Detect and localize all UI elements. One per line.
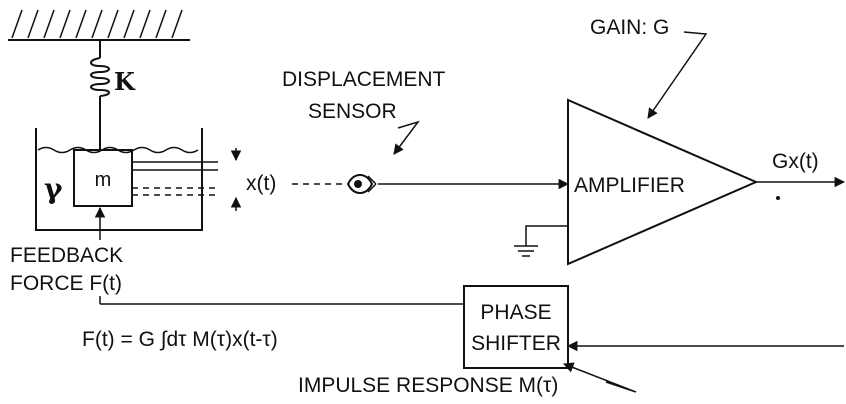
mass-block bbox=[73, 149, 133, 207]
sensor-label-line1: DISPLACEMENT bbox=[282, 68, 446, 91]
gain-pointer-arrow bbox=[647, 31, 708, 119]
impulse-response-pointer-arrow bbox=[563, 362, 637, 393]
eye-sensor-icon bbox=[346, 174, 377, 194]
spring-constant-label: K bbox=[114, 67, 136, 96]
phase-shifter-label-line1: PHASE bbox=[480, 301, 551, 324]
displacement-label: x(t) bbox=[246, 172, 276, 195]
amplifier-label: AMPLIFIER bbox=[574, 174, 685, 197]
impulse-response-label: IMPULSE RESPONSE M(τ) bbox=[298, 374, 558, 397]
feedback-label-line2: FORCE F(t) bbox=[10, 272, 122, 295]
phase-shifter-label-line2: SHIFTER bbox=[471, 332, 561, 355]
force-equation: F(t) = G ∫dτ M(τ)x(t-τ) bbox=[82, 328, 278, 351]
ground-icon bbox=[514, 225, 568, 257]
output-dot bbox=[776, 196, 780, 200]
feedback-label-line1: FEEDBACK bbox=[10, 244, 123, 267]
amplifier-triangle bbox=[567, 98, 759, 266]
mass-label: m bbox=[95, 169, 112, 191]
output-label: Gx(t) bbox=[772, 150, 819, 173]
displacement-reference-lines bbox=[132, 148, 242, 211]
sensor-pointer-arrow bbox=[393, 120, 420, 155]
spring bbox=[90, 40, 110, 150]
phase-shifter-box bbox=[463, 285, 569, 369]
gain-label: GAIN: G bbox=[590, 16, 669, 39]
ceiling-support bbox=[8, 9, 190, 41]
sensor-label-line2: SENSOR bbox=[308, 100, 397, 123]
damping-label: γ bbox=[44, 172, 63, 205]
